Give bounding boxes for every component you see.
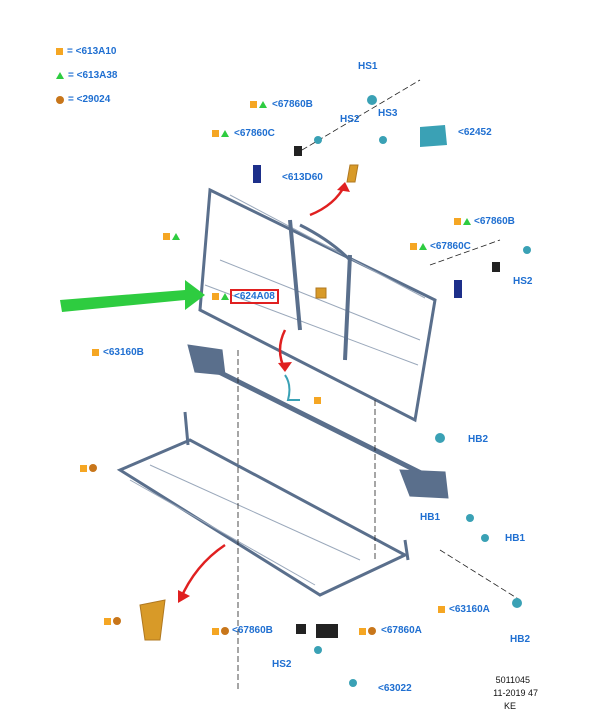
assembly-lines	[237, 79, 521, 690]
brackets	[139, 164, 359, 641]
seat-cushion-frame	[116, 411, 410, 597]
square-icon	[163, 233, 170, 240]
nut-icons	[294, 146, 500, 638]
drawing-initials: KE	[503, 701, 516, 711]
circle-icon	[113, 617, 121, 625]
legend-text: = <29024	[68, 94, 111, 105]
triangle-icon	[172, 233, 180, 240]
bolt-icons	[314, 95, 531, 687]
label-67860B-right: <67860B	[474, 216, 515, 227]
label-hs2-right: HS2	[513, 276, 533, 287]
label-613D60: <613D60	[282, 172, 323, 183]
marker-cushion	[80, 464, 97, 472]
label-hs1-top: HS1	[358, 61, 378, 72]
square-icon	[212, 627, 219, 635]
marker-bracket-bottom	[104, 617, 121, 625]
square-icon	[438, 606, 445, 613]
marker-63160B	[92, 349, 99, 356]
legend-613A10: = <613A10	[56, 46, 117, 57]
wire-clip	[284, 374, 300, 401]
drawing-code: 5011045	[495, 675, 530, 685]
label-hb2-bottom: HB2	[510, 634, 531, 645]
label-hs2-top: HS2	[340, 114, 360, 125]
marker-624A08	[212, 293, 229, 300]
marker-67860B-bottom	[212, 627, 229, 635]
red-arrowheads	[178, 182, 350, 603]
crossbar-63160B	[187, 344, 449, 499]
label-63160B: <63160B	[103, 347, 144, 358]
label-63160A: <63160A	[449, 604, 490, 615]
triangle-icon	[419, 243, 427, 250]
square-icon	[212, 130, 219, 137]
label-67860C-top: <67860C	[234, 128, 275, 139]
label-67860C-right: <67860C	[430, 241, 471, 252]
circle-icon	[56, 95, 64, 104]
square-icon	[104, 617, 111, 625]
label-hb1-a: HB1	[420, 512, 441, 523]
clip-icons	[253, 165, 462, 298]
circle-icon	[368, 627, 376, 635]
circle-icon	[221, 627, 229, 635]
legend-613A38: = <613A38	[56, 70, 118, 81]
label-62452: <62452	[458, 127, 492, 138]
marker-67860C-right	[410, 243, 427, 250]
label-624A08-highlighted[interactable]: <624A08	[230, 289, 279, 304]
label-hb2-mid: HB2	[468, 434, 489, 445]
square-icon	[314, 397, 321, 404]
marker-67860B-right	[454, 218, 471, 225]
marker-67860C-top	[212, 130, 229, 137]
triangle-icon	[221, 130, 229, 137]
square-icon	[56, 48, 63, 55]
seat-back-frame	[198, 187, 437, 423]
square-icon	[80, 464, 87, 472]
marker-wire-clip	[314, 397, 321, 404]
legend-text: = <613A10	[67, 46, 117, 57]
drawing-date: 11-2019 47	[493, 688, 538, 698]
label-hs2-bottom: HS2	[272, 659, 292, 670]
circle-icon	[89, 464, 97, 472]
triangle-icon	[463, 218, 471, 225]
marker-63160A	[438, 606, 445, 613]
label-67860B-bottom: <67860B	[232, 625, 273, 636]
square-icon	[454, 218, 461, 225]
square-icon	[359, 627, 366, 635]
legend-text: = <613A38	[68, 70, 118, 81]
square-icon	[92, 349, 99, 356]
square-icon	[212, 293, 219, 300]
square-icon	[250, 101, 257, 108]
marker-67860B-top	[250, 101, 267, 108]
marker-seat-back	[163, 233, 180, 240]
green-pointer-arrow	[60, 280, 205, 312]
triangle-icon	[259, 101, 267, 108]
label-63022: <63022	[378, 683, 412, 694]
triangle-icon	[221, 293, 229, 300]
label-hs3: HS3	[378, 108, 398, 119]
label-67860B-top: <67860B	[272, 99, 313, 110]
triangle-icon	[56, 72, 64, 79]
marker-67860A	[359, 627, 376, 635]
label-hb1-b: HB1	[505, 533, 526, 544]
label-67860A: <67860A	[381, 625, 422, 636]
square-icon	[410, 243, 417, 250]
legend-29024: = <29024	[56, 94, 110, 105]
